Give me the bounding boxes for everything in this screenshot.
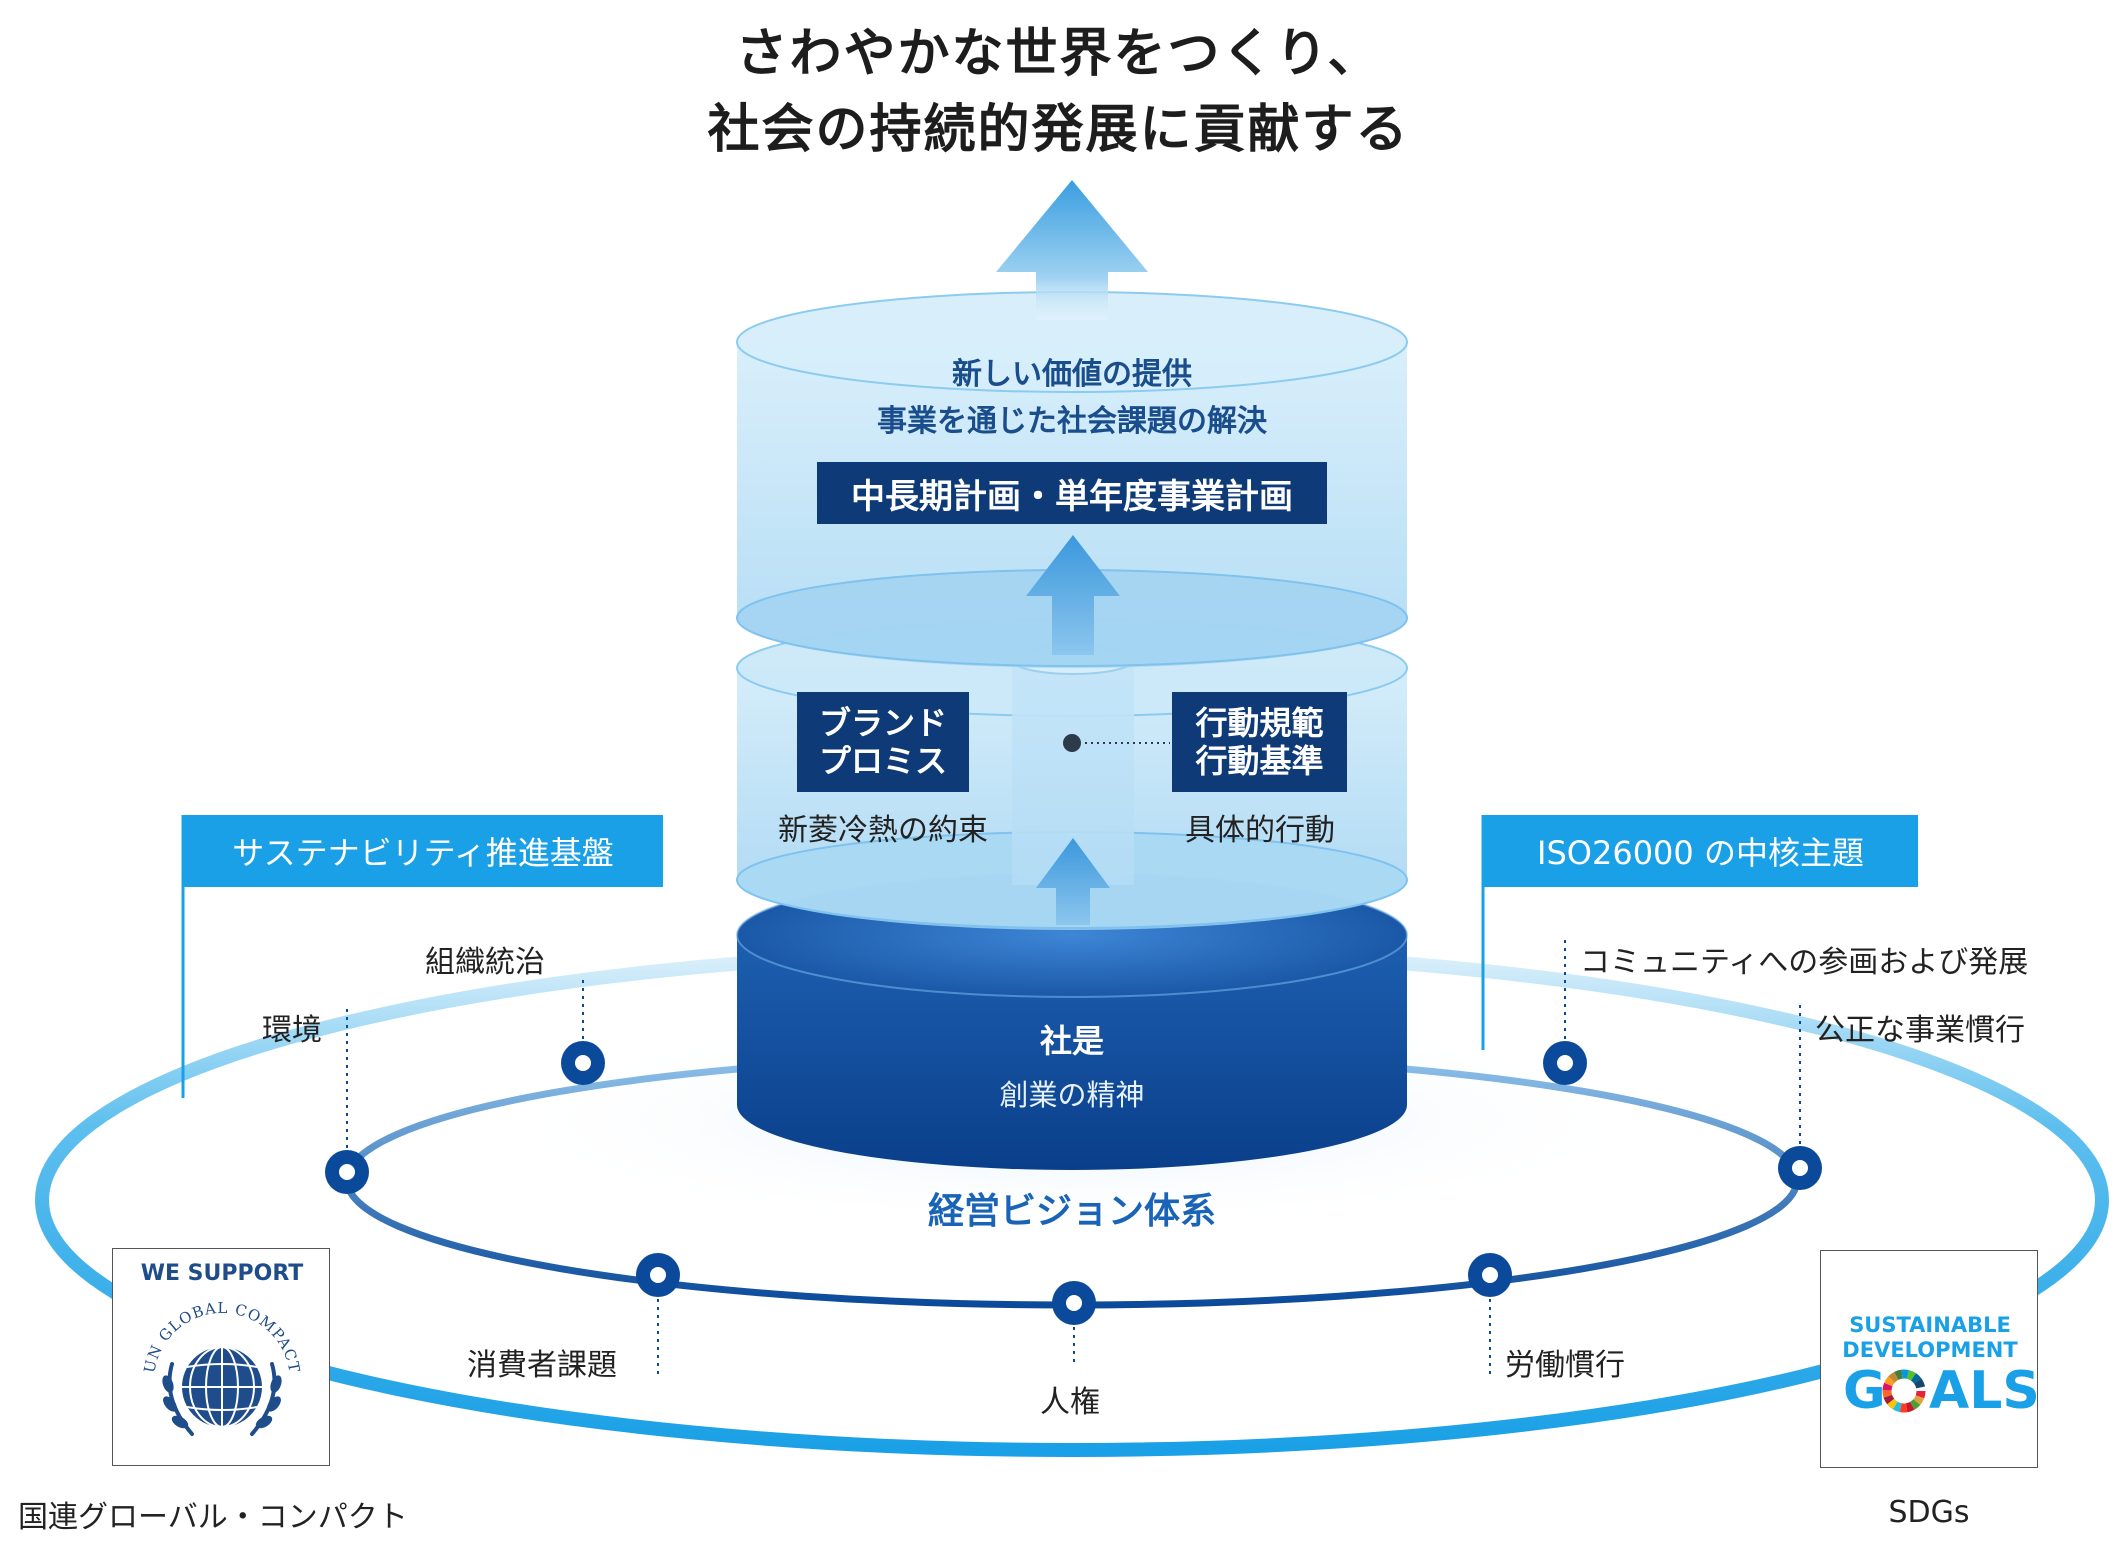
headline-line-1: さわやかな世界をつくり、 [735,24,1382,84]
founding-spirit: 創業の精神 [999,1078,1145,1112]
we-support-text: WE SUPPORT [140,1261,304,1286]
sdgs-g: G [1843,1361,1886,1421]
un-emblem-icon: UN GLOBAL COMPACT [140,1299,303,1436]
theme-nodes [325,1041,1822,1325]
management-vision-system-label: 経営ビジョン体系 [927,1191,1216,1232]
theme-labour-practices: 労働慣行 [1505,1348,1625,1383]
brand-promise-line-2: プロミス [818,742,947,780]
un-global-compact-logo: WE SUPPORT UN GLOBAL COMPACT [112,1248,330,1466]
company-motto: 社是 [1039,1022,1104,1060]
theme-human-rights: 人権 [1040,1385,1100,1420]
base-cylinder [737,935,1407,1170]
top-tier-line-1: 新しい価値の提供 [952,357,1192,392]
headline-line-2: 社会の持続的発展に貢献する [707,100,1410,160]
sdgs-logo: SUSTAINABLE DEVELOPMENT G [1820,1250,2040,1468]
sdgs-als: ALS [1929,1361,2040,1421]
sdgs-sustainable: SUSTAINABLE [1849,1313,2011,1337]
growth-arrow-icon [996,180,1148,320]
iso26000-tag: ISO26000 の中核主題 [1483,815,1918,887]
brand-promise-line-1: ブランド [818,704,947,742]
code-of-conduct-line-1: 行動規範 [1195,704,1324,742]
brand-promise-caption: 新菱冷熱の約束 [778,813,988,848]
brand-promise-box: ブランド プロミス [797,692,969,792]
plan-box: 中長期計画・単年度事業計画 [817,462,1327,524]
code-of-conduct-box: 行動規範 行動基準 [1172,692,1347,792]
top-tier-line-2: 事業を通じた社会課題の解決 [877,404,1267,439]
theme-consumer-issues: 消費者課題 [467,1348,617,1383]
code-of-conduct-line-2: 行動基準 [1195,742,1324,780]
code-of-conduct-caption: 具体的行動 [1185,813,1335,848]
sdgs-wheel-icon [1882,1369,1926,1413]
theme-organizational-governance: 組織統治 [425,945,545,980]
up-arrow-icon [1026,535,1120,655]
un-global-compact-caption: 国連グローバル・コンパクト [18,1500,408,1535]
sdgs-development: DEVELOPMENT [1842,1338,2018,1362]
sdgs-caption: SDGs [1888,1495,1970,1530]
up-arrow-icon [1036,838,1110,925]
theme-environment: 環境 [262,1013,322,1048]
sustainability-foundation-tag: サステナビリティ推進基盤 [183,815,663,887]
theme-fair-operating-practices: 公正な事業慣行 [1815,1013,2025,1048]
theme-community: コミュニティへの参画および発展 [1580,945,2029,980]
